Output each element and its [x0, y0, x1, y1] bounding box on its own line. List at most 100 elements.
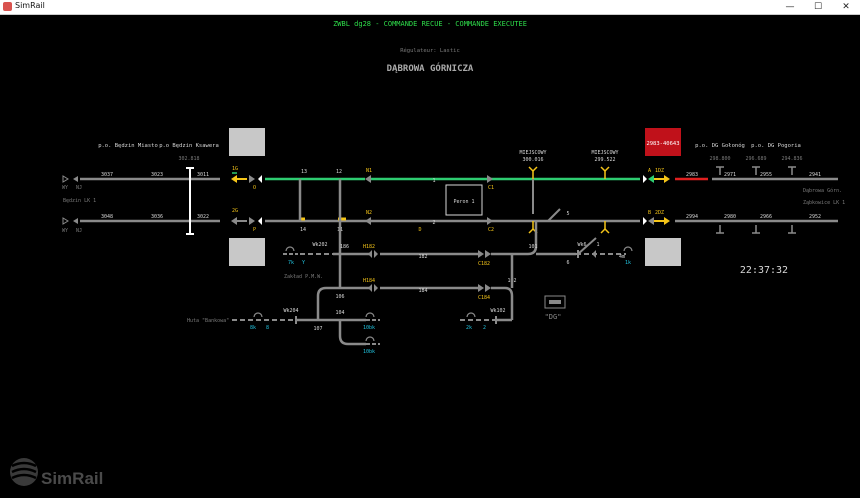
bumper-y[interactable] — [283, 246, 298, 255]
block-3036[interactable]: 3036 — [151, 214, 163, 220]
signal-wk6[interactable] — [592, 250, 596, 258]
maximize-button[interactable]: ☐ — [813, 2, 823, 12]
switch-13-label: 13 — [301, 169, 307, 175]
line-104-label: 104 — [335, 310, 344, 316]
switch-1-label: 1 — [596, 242, 599, 248]
km-b: 296.689 — [745, 156, 766, 162]
label-4m: 4m — [619, 254, 625, 260]
signal-c182-label: C182 — [478, 261, 490, 267]
miejscowy-marker-right-bottom — [600, 221, 610, 234]
switch-6-label: 6 — [566, 260, 569, 266]
signal-a-label: A — [648, 168, 651, 174]
track-184-label: 184 — [418, 288, 427, 294]
block-2994[interactable]: 2994 — [686, 214, 698, 220]
dg-label: "DG" — [545, 313, 562, 321]
nj-label-1: NJ — [76, 185, 82, 191]
switch-1[interactable] — [577, 237, 597, 255]
signal-b[interactable] — [643, 217, 670, 225]
block-2966[interactable]: 2966 — [760, 214, 772, 220]
bumper-8k[interactable] — [253, 312, 263, 318]
block-box-lower-right[interactable] — [645, 238, 681, 266]
signal-c182[interactable] — [478, 250, 491, 258]
track-end-arrow-3 — [62, 217, 69, 225]
track-diagram: ZWBL dg28 - COMMANDE RECUE - COMMANDE EX… — [10, 20, 845, 488]
track-end-arrow-1 — [62, 175, 69, 183]
track-1-number: 1 — [432, 178, 435, 184]
dg-control-box[interactable] — [544, 295, 566, 309]
peron-1-box[interactable] — [445, 184, 483, 216]
place-bedzin-lk1: Będzin LK 1 — [63, 198, 96, 204]
place-dg-golonog: p.o. DG Gołonóg — [695, 142, 745, 149]
clock: 22:37:32 — [740, 265, 788, 276]
close-button[interactable]: ✕ — [842, 2, 850, 12]
curve-to-10bk[interactable] — [338, 320, 366, 346]
signal-a[interactable] — [643, 175, 670, 183]
signal-p-label: P — [253, 227, 256, 233]
signal-h184[interactable] — [368, 284, 378, 292]
bumper-2k[interactable] — [466, 312, 476, 318]
signal-b-label: B — [648, 210, 651, 216]
connector-101[interactable] — [491, 221, 538, 256]
block-3022[interactable]: 3022 — [197, 214, 209, 220]
window-titlebar: SimRail — ☐ ✕ — [0, 0, 860, 15]
block-3023[interactable]: 3023 — [151, 172, 163, 178]
signal-2g-label: 2G — [232, 208, 238, 214]
bumper-10bk[interactable] — [365, 312, 375, 318]
block-2980[interactable]: 2980 — [724, 214, 736, 220]
connector-102[interactable] — [491, 286, 514, 314]
km-a: 298.800 — [709, 156, 730, 162]
signal-2g[interactable] — [231, 217, 262, 225]
siding-wk102[interactable] — [460, 314, 514, 322]
signal-c184[interactable] — [478, 284, 491, 292]
wy-label-2: WY — [62, 228, 68, 234]
signal-1g[interactable] — [231, 175, 262, 183]
line-101-label: 101 — [528, 244, 537, 250]
block-2952[interactable]: 2952 — [809, 214, 821, 220]
signal-n1[interactable] — [365, 175, 371, 183]
block-3037[interactable]: 3037 — [101, 172, 113, 178]
signal-h182[interactable] — [368, 250, 378, 258]
km-c: 294.836 — [781, 156, 802, 162]
miejscowy-marker-right-top — [600, 166, 610, 179]
block-3011[interactable]: 3011 — [197, 172, 209, 178]
signal-n2[interactable] — [365, 217, 371, 225]
signal-c184-label: C184 — [478, 295, 490, 301]
block-box-upper-left[interactable] — [229, 128, 265, 156]
block-2971[interactable]: 2971 — [724, 172, 736, 178]
block-2941[interactable]: 2941 — [809, 172, 821, 178]
label-y: Y — [302, 260, 305, 266]
train-number-box[interactable] — [645, 128, 681, 156]
place-zabkowice: Ząbkowice LK 1 — [803, 200, 845, 206]
label-10bk: 10bk — [363, 325, 375, 331]
place-miejscowy-right: MIEJSCOWY — [591, 150, 618, 156]
signal-1dz-label: 1DZ — [655, 168, 664, 174]
signal-o-label: O — [253, 185, 256, 191]
command-status: ZWBL dg28 - COMMANDE RECUE - COMMANDE EX… — [333, 20, 527, 28]
signal-c1[interactable] — [487, 175, 493, 183]
signal-n1-label: N1 — [366, 168, 372, 174]
signal-d-label: D — [418, 227, 421, 233]
bumper-10bk-lower[interactable] — [365, 336, 375, 342]
label-10bk-lower: 10bk — [363, 349, 375, 355]
block-3048[interactable]: 3048 — [101, 214, 113, 220]
bumper-4m[interactable] — [623, 246, 633, 252]
block-2983[interactable]: 2983 — [686, 172, 698, 178]
wk202-label: Wk202 — [312, 242, 327, 248]
minimize-button[interactable]: — — [785, 2, 795, 12]
place-huta-bankowa: Huta "Bankowa" — [187, 318, 229, 324]
wy-label-1: WY — [62, 185, 68, 191]
label-7k: 7k — [288, 260, 294, 266]
signal-h184-label: H184 — [363, 278, 375, 284]
label-8: 8 — [266, 325, 269, 331]
switch-5[interactable] — [547, 208, 561, 222]
block-2955[interactable]: 2955 — [760, 172, 772, 178]
signal-c2[interactable] — [487, 217, 493, 225]
block-box-lower-left[interactable] — [229, 238, 265, 266]
track-end-arrow-4 — [73, 218, 78, 224]
track-2-number: 2 — [432, 220, 435, 226]
wk204-label: Wk204 — [283, 308, 298, 314]
block-signal-posts-bottom — [716, 225, 796, 234]
label-2k: 2k — [466, 325, 472, 331]
curve-106[interactable] — [316, 286, 340, 314]
place-dabrowa-gorn: Dąbrowa Górn. — [803, 187, 842, 194]
